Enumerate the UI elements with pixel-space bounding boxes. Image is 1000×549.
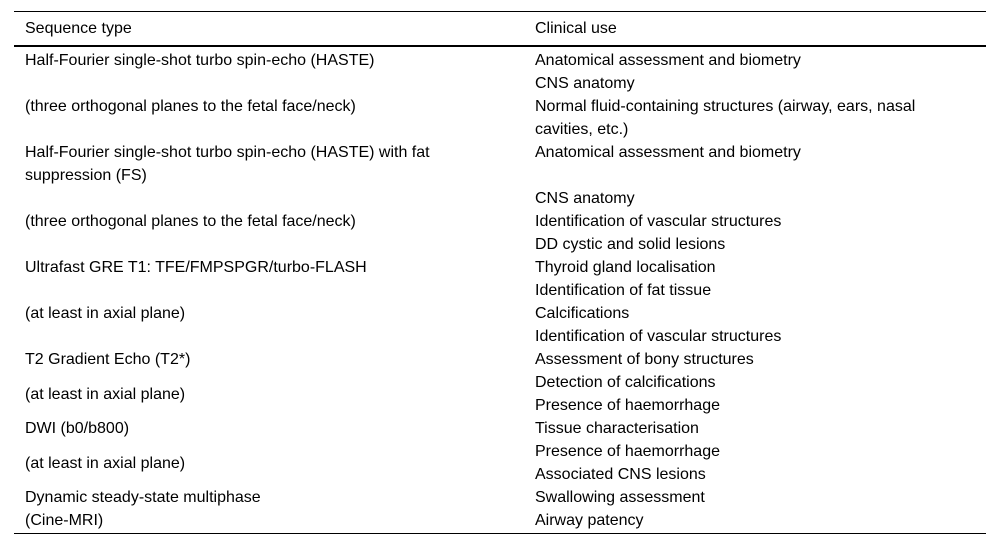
clinical-use-cell: Normal fluid-containing structures (airw…	[535, 98, 916, 138]
table-row: (Cine-MRI) Airway patency	[14, 509, 986, 532]
table-row: CNS anatomy	[14, 187, 986, 210]
table-row: CNS anatomy	[14, 72, 986, 95]
sequence-type-cell: T2 Gradient Echo (T2*)	[25, 351, 191, 368]
sequence-type-cell: (at least in axial plane)	[25, 386, 186, 403]
clinical-use-cell: Associated CNS lesions	[535, 466, 706, 483]
clinical-use-cell: Identification of vascular structures	[535, 328, 782, 345]
clinical-use-cell: CNS anatomy	[535, 75, 635, 92]
clinical-use-cell: Airway patency	[535, 512, 644, 529]
table-row: T2 Gradient Echo (T2*) Assessment of bon…	[14, 348, 986, 371]
table-row: (at least in axial plane) Calcifications	[14, 302, 986, 325]
clinical-use-cell: Swallowing assessment	[535, 489, 705, 506]
table-row: Dynamic steady-state multiphase Swallowi…	[14, 486, 986, 509]
table-body: Half-Fourier single-shot turbo spin-echo…	[14, 47, 986, 533]
sequence-type-cell: (three orthogonal planes to the fetal fa…	[25, 213, 356, 230]
table-row: (at least in axial plane) Presence of ha…	[14, 386, 986, 417]
clinical-use-cell: Tissue characterisation	[535, 420, 699, 437]
column-header-clinical-use: Clinical use	[535, 19, 617, 37]
sequence-type-cell: Half-Fourier single-shot turbo spin-echo…	[25, 144, 430, 184]
clinical-use-cell: Presence of haemorrhage	[535, 397, 720, 414]
table-row: DD cystic and solid lesions	[14, 233, 986, 256]
table-row: (three orthogonal planes to the fetal fa…	[14, 95, 986, 141]
sequence-type-cell: Half-Fourier single-shot turbo spin-echo…	[25, 52, 375, 69]
sequence-type-cell: Dynamic steady-state multiphase	[25, 489, 261, 506]
clinical-use-cell: DD cystic and solid lesions	[535, 236, 726, 253]
table-row: DWI (b0/b800) Tissue characterisation	[14, 417, 986, 440]
table-row: Identification of vascular structures	[14, 325, 986, 348]
table-row: Presence of haemorrhage	[14, 440, 986, 463]
sequence-type-cell: Ultrafast GRE T1: TFE/FMPSPGR/turbo-FLAS…	[25, 259, 367, 276]
sequence-type-cell: (three orthogonal planes to the fetal fa…	[25, 98, 356, 115]
sequence-type-cell: DWI (b0/b800)	[25, 420, 130, 437]
column-header-sequence-type: Sequence type	[25, 19, 132, 37]
table-header-row: Sequence type Clinical use	[14, 12, 986, 47]
table-row: Ultrafast GRE T1: TFE/FMPSPGR/turbo-FLAS…	[14, 256, 986, 279]
clinical-use-cell: CNS anatomy	[535, 190, 635, 207]
clinical-use-cell: Anatomical assessment and biometry	[535, 144, 801, 161]
clinical-use-cell: Thyroid gland localisation	[535, 259, 716, 276]
table-row: Half-Fourier single-shot turbo spin-echo…	[14, 49, 986, 72]
table-row: (at least in axial plane) Associated CNS…	[14, 455, 986, 486]
table-row: (three orthogonal planes to the fetal fa…	[14, 210, 986, 233]
table-row: Detection of calcifications	[14, 371, 986, 394]
clinical-use-cell: Identification of vascular structures	[535, 213, 782, 230]
clinical-use-cell: Anatomical assessment and biometry	[535, 52, 801, 69]
clinical-use-cell: Detection of calcifications	[535, 374, 716, 391]
sequence-type-cell: (Cine-MRI)	[25, 512, 104, 529]
table-row: Identification of fat tissue	[14, 279, 986, 302]
sequence-type-cell: (at least in axial plane)	[25, 305, 186, 322]
sequence-type-cell: (at least in axial plane)	[25, 455, 186, 472]
mri-sequence-table: Sequence type Clinical use Half-Fourier …	[14, 11, 986, 534]
table-row: Half-Fourier single-shot turbo spin-echo…	[14, 141, 986, 187]
clinical-use-cell: Presence of haemorrhage	[535, 443, 720, 460]
clinical-use-cell: Assessment of bony structures	[535, 351, 754, 368]
clinical-use-cell: Identification of fat tissue	[535, 282, 712, 299]
clinical-use-cell: Calcifications	[535, 305, 630, 322]
